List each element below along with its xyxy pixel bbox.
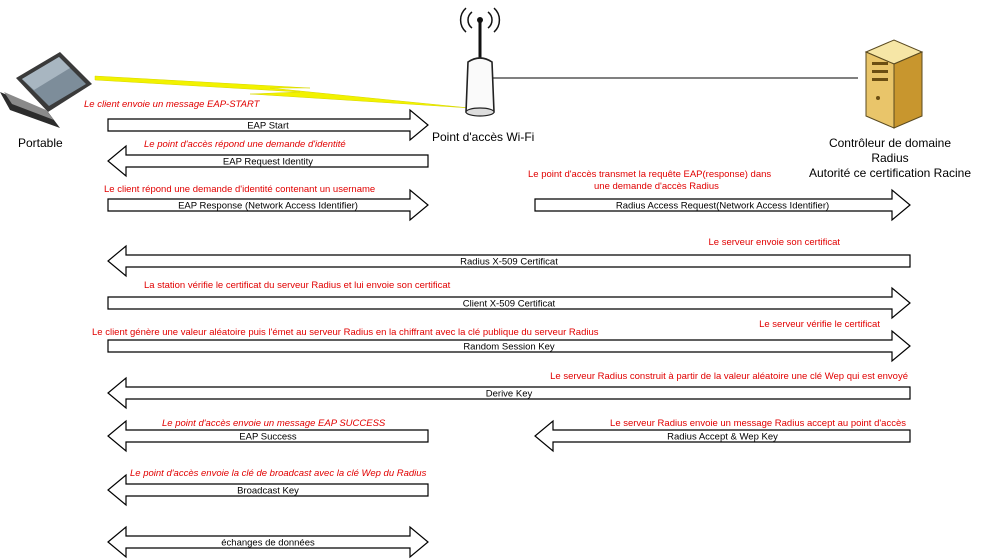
arrow-label: Radius Access Request(Network Access Ide…	[616, 201, 829, 212]
arrow-label: EAP Response (Network Access Identifier)	[178, 201, 358, 212]
arrow-shape	[107, 525, 429, 559]
arrow-label: Radius Accept & Wep Key	[667, 432, 778, 443]
arrow-label: EAP Request Identity	[223, 157, 313, 168]
message-arrow: EAP Start	[107, 108, 429, 142]
arrow-label: EAP Success	[239, 432, 297, 443]
arrow-shape	[107, 244, 911, 278]
message-arrow: Radius Accept & Wep Key	[534, 419, 911, 453]
annotations: Le client envoie un message EAP-START Le …	[84, 99, 908, 479]
arrow-label: Radius X-509 Certificat	[460, 257, 558, 268]
arrow-shape	[107, 144, 429, 178]
server-icon	[864, 39, 924, 129]
message-arrow: échanges de données	[107, 525, 429, 559]
wireless-link-icon	[94, 75, 471, 109]
arrow-shape	[107, 376, 911, 410]
access-point-label: Point d'accès Wi-Fi	[432, 130, 535, 144]
annotation-text: Le point d'accès répond une demande d'id…	[144, 139, 346, 150]
annotation-text: Le client génère une valeur aléatoire pu…	[92, 327, 599, 338]
annotation-text: une demande d'accès Radius	[594, 181, 719, 192]
arrow-label: Random Session Key	[463, 342, 555, 353]
arrow-shape	[534, 419, 911, 453]
arrow-label: EAP Start	[247, 121, 289, 132]
annotation-text: Le client envoie un message EAP-START	[84, 99, 261, 110]
arrow-label: Broadcast Key	[237, 486, 299, 497]
laptop-icon	[0, 52, 92, 128]
arrow-shape	[107, 419, 429, 453]
message-arrow: EAP Request Identity	[107, 144, 429, 178]
annotation-text: Le serveur vérifie le certificat	[759, 319, 880, 330]
message-arrow: Broadcast Key	[107, 473, 429, 507]
message-arrow: Radius Access Request(Network Access Ide…	[534, 188, 911, 222]
server-label-line2: Radius	[871, 151, 909, 165]
message-arrow: EAP Response (Network Access Identifier)	[107, 188, 429, 222]
arrow-label: Derive Key	[486, 389, 533, 400]
message-arrow: EAP Success	[107, 419, 429, 453]
arrow-shape	[534, 188, 911, 222]
arrow-shape	[107, 188, 429, 222]
access-point-icon	[459, 7, 501, 117]
annotation-text: Le point d'accès envoie un message EAP S…	[162, 418, 386, 429]
server-label-line3: Autorité ce certification Racine	[808, 166, 972, 180]
annotation-text: Le point d'accès transmet la requête EAP…	[528, 169, 771, 180]
server-label-line1: Contrôleur de domaine	[828, 136, 952, 150]
annotation-text: La station vérifie le certificat du serv…	[144, 280, 451, 291]
message-arrow: Client X-509 Certificat	[107, 286, 911, 320]
arrow-shape	[107, 473, 429, 507]
annotation-text: Le serveur Radius construit à partir de …	[550, 371, 908, 382]
laptop-label: Portable	[18, 136, 63, 150]
arrow-label: Client X-509 Certificat	[463, 299, 556, 310]
annotation-text: Le point d'accès envoie la clé de broadc…	[130, 468, 427, 479]
message-arrow: Random Session Key	[107, 329, 911, 363]
arrow-shape	[107, 329, 911, 363]
arrow-shape	[107, 286, 911, 320]
annotation-text: Le serveur envoie son certificat	[709, 237, 841, 248]
annotation-text: Le client répond une demande d'identité …	[104, 184, 375, 195]
message-arrow: Radius X-509 Certificat	[107, 244, 911, 278]
arrow-shape	[107, 108, 429, 142]
arrow-label: échanges de données	[221, 538, 315, 549]
message-arrow: Derive Key	[107, 376, 911, 410]
annotation-text: Le serveur Radius envoie un message Radi…	[610, 418, 906, 429]
